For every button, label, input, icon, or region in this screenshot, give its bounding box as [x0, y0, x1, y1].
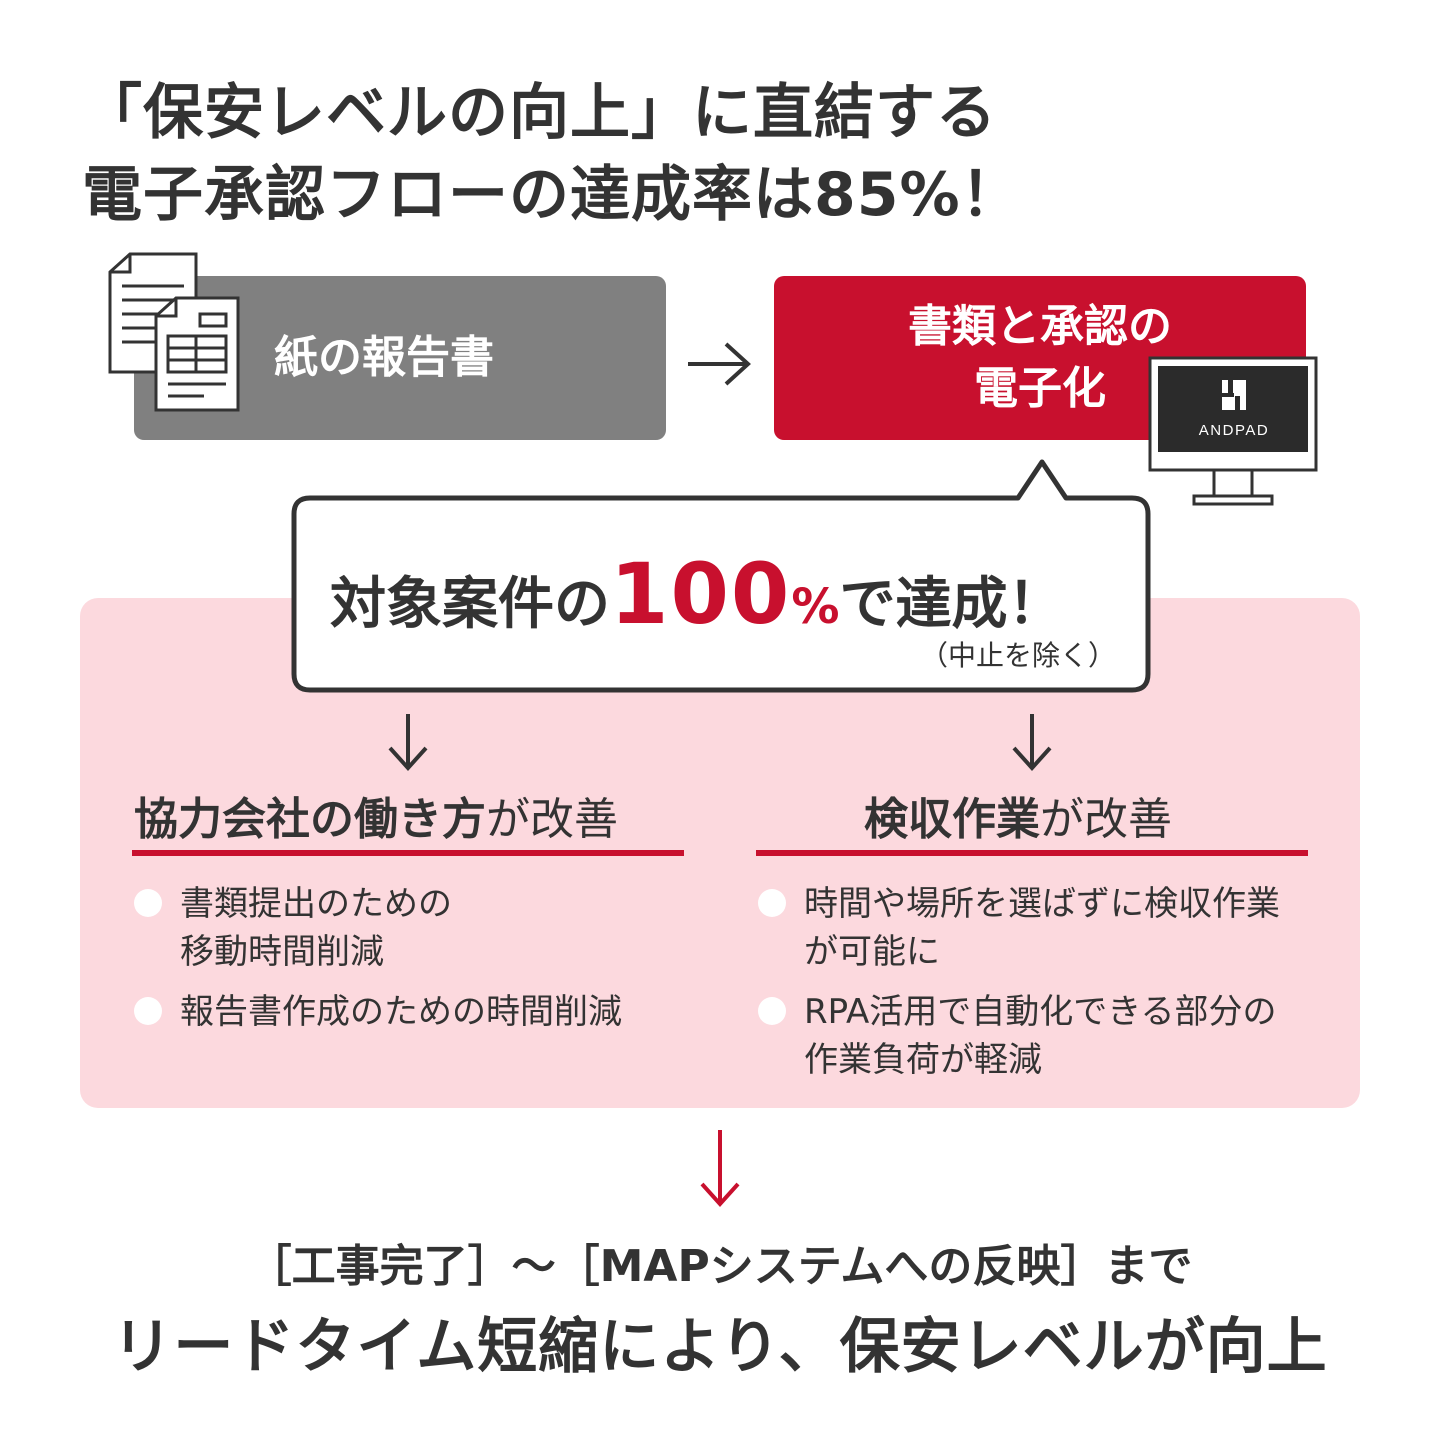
arrow-down-icon [388, 714, 428, 771]
right-heading-strong: 検収作業 [864, 794, 1040, 845]
andpad-brand-text: ANDPAD [1198, 422, 1270, 439]
list-item: 書類提出のための 移動時間削減 [134, 880, 694, 976]
arrow-down-icon [700, 1130, 740, 1207]
list-item: RPA活用で自動化できる部分の 作業負荷が軽減 [758, 988, 1348, 1084]
achievement-suffix: で達成！ [839, 572, 1064, 637]
right-heading-weak: が改善 [1040, 794, 1172, 845]
andpad-logo-icon [1222, 380, 1246, 410]
bullet-dot-icon [134, 889, 162, 917]
left-heading-underline [132, 850, 684, 856]
conclusion-scope: ［工事完了］〜［MAPシステムへの反映］まで [247, 1241, 1193, 1292]
achievement-note: （中止を除く） [920, 639, 1117, 672]
paper-report-label: 紙の報告書 [274, 332, 494, 383]
digitalization-line1: 書類と承認の [908, 301, 1172, 352]
headline-line2: 電子承認フローの達成率は85%！ [82, 160, 1022, 230]
monitor-icon [1148, 356, 1318, 506]
achievement-prefix: 対象案件の [330, 572, 610, 637]
right-bullet-list: 時間や場所を選ばずに検収作業 が可能に RPA活用で自動化できる部分の 作業負荷… [758, 880, 1348, 1096]
bullet-dot-icon [758, 997, 786, 1025]
achievement-number: 100 [610, 545, 792, 643]
conclusion-result: リードタイム短縮により、保安レベルが向上 [112, 1312, 1328, 1382]
arrow-down-icon [1012, 714, 1052, 771]
achievement-text: 対象案件の100%で達成！ [330, 545, 1130, 643]
left-heading-weak: が改善 [486, 794, 618, 845]
headline: 「保安レベルの向上」に直結する 電子承認フローの達成率は85%！ [82, 72, 1382, 236]
left-column-heading: 協力会社の働き方が改善 [134, 790, 618, 850]
arrow-right-icon [688, 342, 751, 386]
list-item: 報告書作成のための時間削減 [134, 988, 694, 1036]
headline-line1: 「保安レベルの向上」に直結する [82, 78, 997, 148]
list-item: 時間や場所を選ばずに検収作業 が可能に [758, 880, 1348, 976]
achievement-percent: % [791, 579, 840, 635]
bullet-dot-icon [758, 889, 786, 917]
right-column-heading: 検収作業が改善 [864, 790, 1172, 850]
digitalization-label: 書類と承認の 電子化 [774, 296, 1306, 420]
document-stack-icon [108, 252, 240, 412]
left-bullet-list: 書類提出のための 移動時間削減 報告書作成のための時間削減 [134, 880, 694, 1048]
digitalization-line2: 電子化 [974, 363, 1106, 414]
achievement-bubble [291, 459, 1151, 693]
bullet-dot-icon [134, 997, 162, 1025]
left-heading-strong: 協力会社の働き方 [134, 794, 486, 845]
right-heading-underline [756, 850, 1308, 856]
